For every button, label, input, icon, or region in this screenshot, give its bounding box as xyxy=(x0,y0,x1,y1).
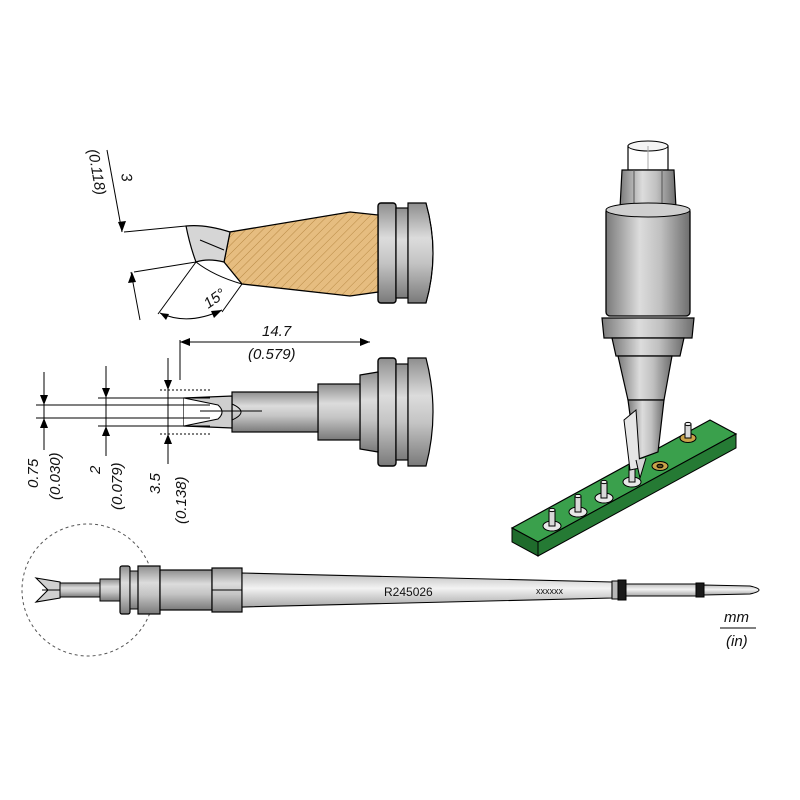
length-mm-label: 14.7 xyxy=(262,323,292,340)
units-legend: mm (in) xyxy=(720,609,756,650)
tip-top-view: 14.7 (0.579) xyxy=(179,323,434,467)
tip-side-section-view xyxy=(185,202,434,304)
cartridge-full-view: R245026 xxxxxx xyxy=(21,523,760,657)
width3-in-label: (0.138) xyxy=(173,476,190,524)
angle-dimension: 15° xyxy=(157,261,243,320)
pcb-pins xyxy=(542,421,697,532)
width1-mm-label: 0.75 xyxy=(25,458,42,488)
units-mm-label: mm xyxy=(724,609,749,626)
iso-cartridge xyxy=(601,140,695,480)
bevel-dimension: 3 (0.118) xyxy=(84,148,197,321)
length-in-label: (0.579) xyxy=(248,346,296,363)
width3-mm-label: 3.5 xyxy=(147,472,164,494)
bevel-mm-label: 3 xyxy=(117,172,135,184)
width2-in-label: (0.079) xyxy=(109,462,126,510)
units-in-label: (in) xyxy=(726,633,748,650)
part-number-label: R245026 xyxy=(384,585,433,599)
iso-view-pcb xyxy=(510,140,738,557)
serial-label: xxxxxx xyxy=(536,586,564,596)
bevel-in-label: (0.118) xyxy=(84,148,109,197)
width-dimensions: 0.75 (0.030) 2 (0.079) 3.5 (0.138) xyxy=(25,358,210,524)
width2-mm-label: 2 xyxy=(87,465,104,475)
width1-in-label: (0.030) xyxy=(47,452,64,500)
